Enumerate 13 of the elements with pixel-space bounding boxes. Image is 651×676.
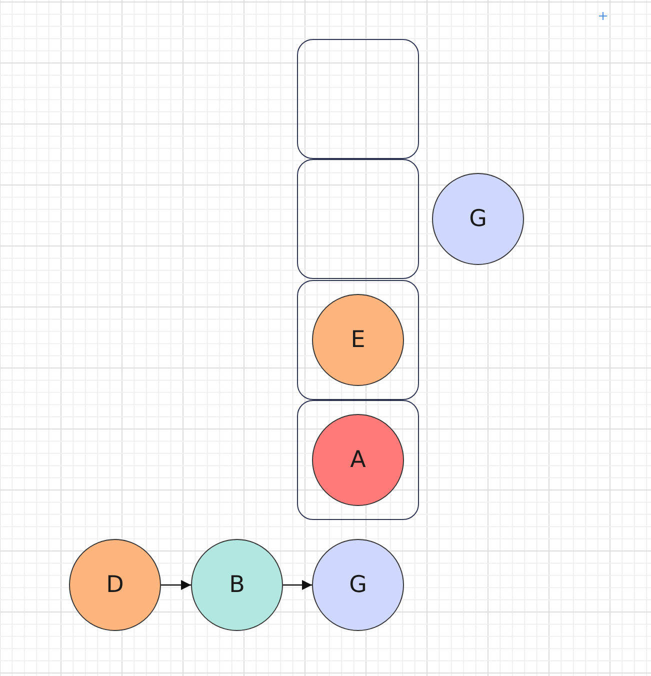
node-label: A — [350, 447, 366, 473]
node-label: G — [469, 206, 487, 232]
stack-slot-box — [297, 159, 419, 279]
node-label: E — [350, 327, 366, 353]
node-label: D — [106, 572, 124, 598]
arrow — [161, 580, 191, 590]
node-label: B — [229, 572, 245, 598]
stack-slot-box — [297, 400, 419, 520]
stack-slot-box — [297, 280, 419, 400]
arrow — [283, 580, 312, 590]
circle-node — [312, 414, 404, 506]
stack-slot-box — [297, 39, 419, 159]
node-label: G — [349, 572, 367, 598]
